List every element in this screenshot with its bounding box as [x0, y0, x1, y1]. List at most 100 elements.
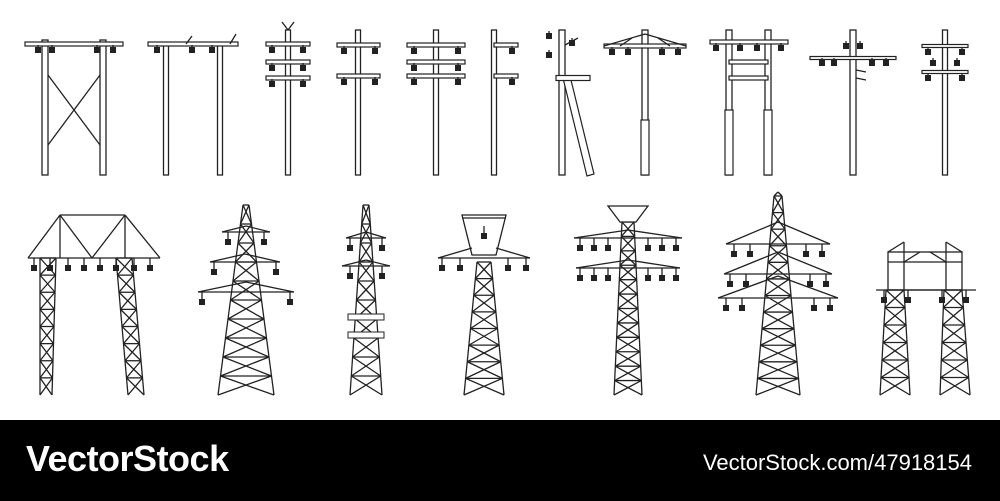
insulator [819, 60, 825, 66]
insulator [261, 239, 267, 245]
insulator [113, 265, 119, 271]
insulator [739, 305, 745, 311]
crossarm-truss [573, 229, 629, 239]
left-leg-brace [39, 360, 54, 379]
crossarm [336, 73, 381, 79]
truss [603, 33, 646, 47]
crossarm [921, 69, 969, 75]
insulator [209, 47, 215, 53]
insulator [211, 269, 217, 275]
left-column-brace [881, 341, 908, 361]
line [903, 251, 921, 263]
tower-brace [468, 327, 498, 346]
pole [354, 29, 362, 176]
pole-base [724, 109, 734, 176]
insulator [455, 65, 461, 71]
insulator [811, 305, 817, 311]
tower-brace [237, 242, 257, 263]
left-column-brace [882, 324, 907, 344]
insulator [300, 47, 306, 53]
insulator [94, 47, 100, 53]
right-leg-brace [120, 291, 136, 310]
crossarm [265, 41, 311, 47]
insulator [591, 275, 597, 281]
tower-brace [761, 311, 793, 330]
crossarm [921, 43, 969, 49]
stock-id: VectorStock.com/47918154 [702, 450, 972, 475]
watermark-footer: VectorStock VectorStock.com/47918154 [0, 420, 1000, 501]
three-arm-pole [265, 21, 311, 176]
right-leg-brace [127, 377, 143, 396]
insulator [605, 245, 611, 251]
tower-brace [362, 204, 371, 225]
brace [47, 74, 101, 146]
braced-pole [546, 29, 595, 177]
tower-brace [357, 280, 376, 301]
insulator [225, 239, 231, 245]
tower-brace [242, 204, 253, 225]
tower-brace [353, 337, 380, 358]
tower-brace [613, 380, 642, 396]
insulator [372, 79, 378, 85]
right-column-brace [940, 359, 968, 379]
insulator [131, 265, 137, 271]
line [91, 214, 126, 259]
tower-brace [766, 261, 789, 280]
pole-base [640, 119, 650, 176]
tower-brace [767, 261, 790, 280]
insulator [372, 48, 378, 54]
insulator [743, 281, 749, 287]
insulator [269, 65, 275, 71]
insulator [269, 81, 275, 87]
insulator [523, 265, 529, 271]
h-frame-pole-crossbraced [24, 39, 124, 176]
tower-brace [763, 311, 795, 330]
tower-brace [773, 195, 785, 213]
left-leg-brace [39, 326, 55, 345]
insulator [509, 79, 515, 85]
crossarm [406, 59, 466, 65]
tower-brace [463, 377, 503, 396]
substation-gantry [876, 241, 976, 396]
truss [644, 33, 687, 47]
insulator [778, 45, 784, 51]
left-column-brace [880, 359, 909, 379]
pole [99, 39, 107, 176]
right-column-brace [942, 307, 964, 326]
tower-brace [358, 242, 373, 263]
line [495, 247, 531, 259]
tower-brace [615, 336, 640, 353]
crossarm [603, 43, 687, 49]
insulator [675, 49, 681, 55]
line [777, 251, 833, 275]
tower-brace [220, 375, 275, 396]
insulator [509, 48, 515, 54]
finial [287, 21, 295, 31]
insulator [925, 75, 931, 81]
pole [216, 43, 224, 176]
pole [558, 29, 566, 176]
crossarm [555, 74, 591, 82]
crossarm-truss [627, 259, 681, 269]
crossarm-truss [575, 259, 629, 269]
tower-brace [358, 261, 375, 282]
crossarm [406, 73, 466, 79]
insulator [869, 60, 875, 66]
insulator [930, 60, 936, 66]
tower-brace [771, 195, 783, 213]
side-arm-pole [490, 29, 519, 176]
crossarm [406, 42, 466, 48]
step [855, 77, 867, 81]
crossarm-truss [245, 225, 271, 233]
left-column-brace [884, 289, 905, 308]
crossarm [147, 41, 239, 47]
left-column-brace [879, 376, 910, 396]
narrow-tower [341, 204, 391, 396]
insulator [645, 275, 651, 281]
tower-brace [619, 250, 636, 266]
line [725, 221, 779, 245]
tower-brace [616, 307, 639, 324]
line [773, 191, 779, 197]
insulator [199, 299, 205, 305]
wide-arm-pole [809, 29, 897, 176]
